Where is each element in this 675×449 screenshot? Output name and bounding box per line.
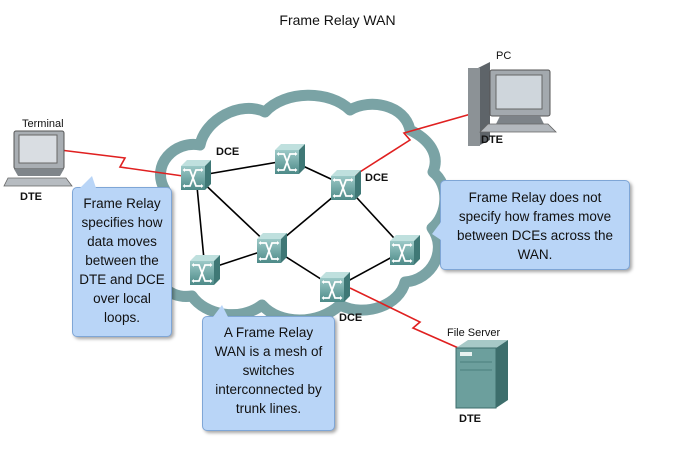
pc-icon — [468, 62, 557, 146]
diagram-title: Frame Relay WAN — [279, 12, 396, 28]
callout-local-loops: Frame Relay specifies how data moves bet… — [72, 187, 172, 337]
pc-dte-label: DTE — [481, 134, 503, 146]
terminal-dte-label: DTE — [20, 191, 42, 203]
callout-between-dces: Frame Relay does not specify how frames … — [440, 180, 630, 270]
dce-switch-bottom — [320, 272, 350, 302]
dce-switch-right — [331, 170, 361, 200]
wan-switch-center — [257, 233, 287, 263]
dce-label-left: DCE — [216, 146, 240, 158]
local-loops — [59, 111, 479, 355]
wan-switch-top — [275, 144, 305, 174]
pc-label: PC — [496, 50, 512, 62]
wan-switch-far-right — [390, 235, 420, 265]
callout-mesh-of-switches: A Frame Relay WAN is a mesh of switches … — [202, 316, 335, 431]
wan-switch-lower-left — [190, 255, 220, 285]
wan-cloud — [141, 89, 451, 326]
file-server-dte-label: DTE — [459, 413, 481, 425]
terminal-label: Terminal — [22, 118, 64, 130]
dce-switch-left — [181, 160, 211, 190]
dce-label-bottom: DCE — [339, 312, 363, 324]
file-server-label: File Server — [447, 327, 501, 339]
file-server-icon — [455, 340, 508, 409]
terminal-icon — [3, 130, 73, 187]
dce-label-right: DCE — [365, 172, 389, 184]
